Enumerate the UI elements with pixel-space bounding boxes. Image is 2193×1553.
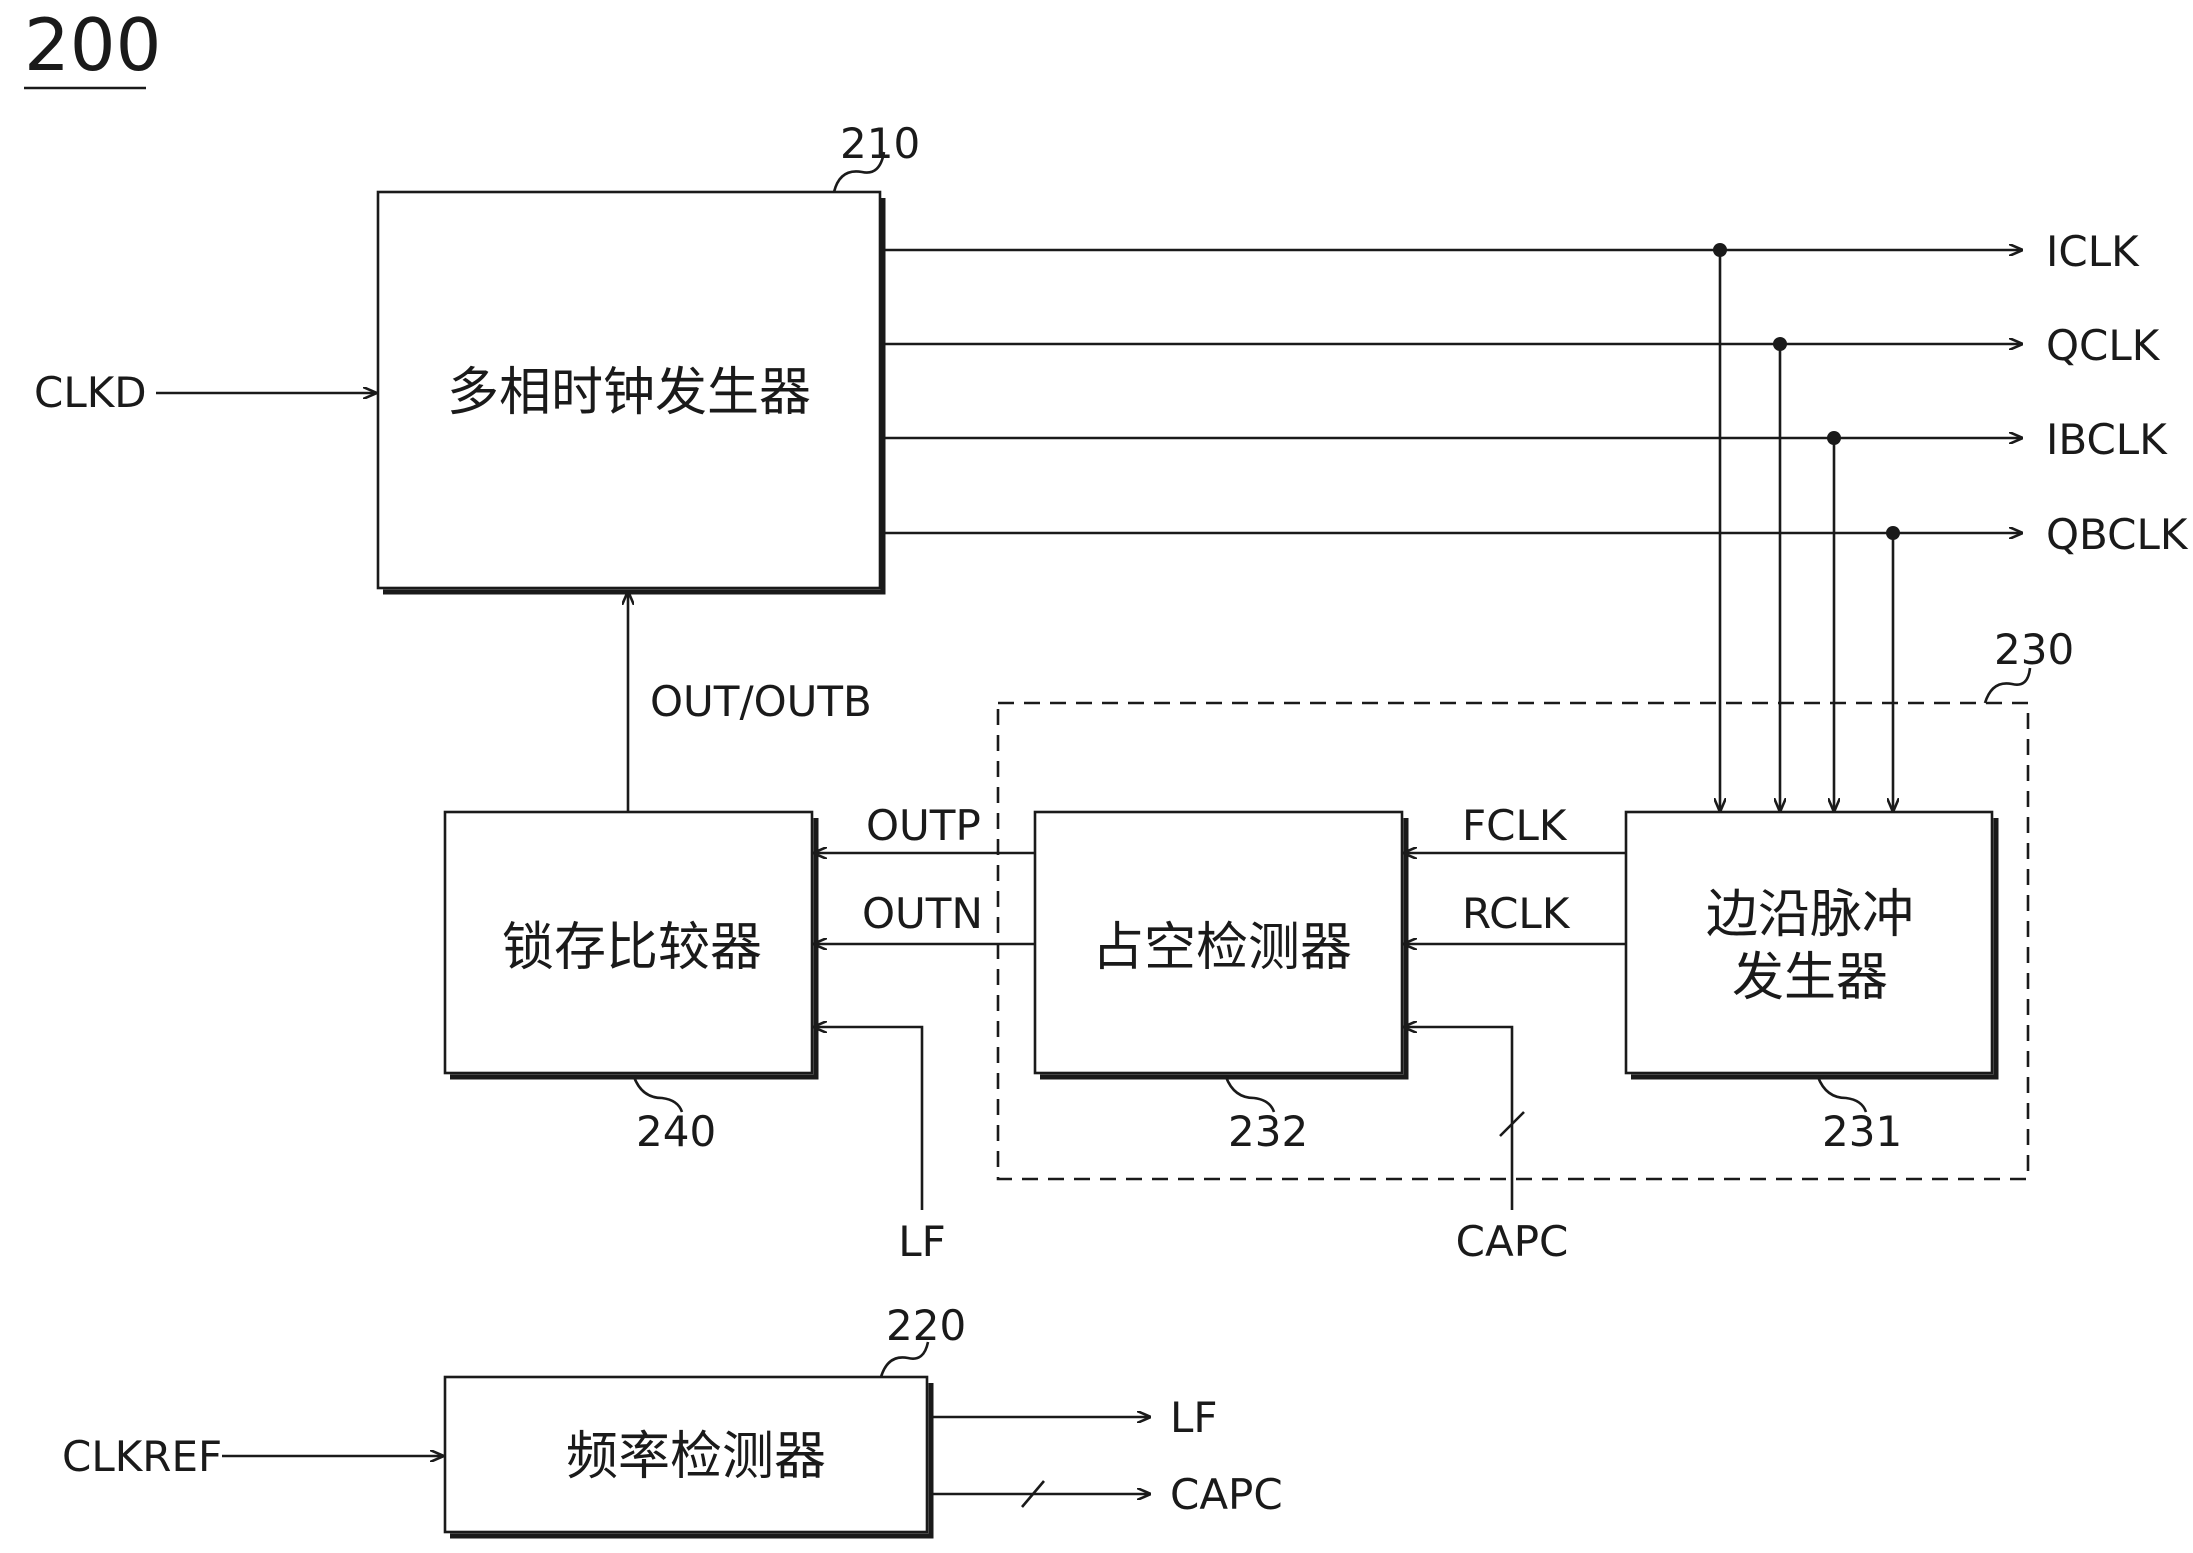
multiphase-clock-generator-block: 多相时钟发生器: [376, 190, 886, 595]
figure-number: 200: [24, 3, 161, 87]
ref-230: 230: [1994, 625, 2074, 674]
rclk-label: RCLK: [1462, 889, 1571, 938]
lf-out-label: LF: [1170, 1393, 1218, 1442]
qclk-label: QCLK: [2046, 321, 2161, 370]
lf-in-wire: [814, 1027, 924, 1210]
ref-232: 232: [1228, 1107, 1308, 1156]
ref-232-leader: [1224, 1076, 1276, 1113]
outn-label: OUTN: [862, 889, 983, 938]
ref-220: 220: [886, 1301, 966, 1350]
frequency-detector-label: 频率检测器: [566, 1427, 826, 1487]
duty-detector-block: 占空检测器: [1033, 810, 1409, 1080]
duty-detector-label: 占空检测器: [1092, 918, 1352, 978]
frequency-detector-block: 频率检测器: [443, 1375, 934, 1539]
capc-in-bus-slash: [1499, 1111, 1525, 1137]
fclk-label: FCLK: [1462, 801, 1568, 850]
clkd-label: CLKD: [34, 368, 147, 417]
edge-pulse-generator-label-line2: 发生器: [1732, 948, 1888, 1008]
ibclk-label: IBCLK: [2046, 415, 2168, 464]
capc-in-label: CAPC: [1456, 1217, 1569, 1266]
latch-comparator-label: 锁存比较器: [502, 918, 762, 978]
latch-comparator-block: 锁存比较器: [443, 810, 819, 1080]
capc-out-bus-slash: [1021, 1480, 1045, 1508]
edge-pulse-generator-block: 边沿脉冲 发生器: [1624, 810, 1999, 1080]
ref-210: 210: [840, 119, 920, 168]
qbclk-label: QBCLK: [2046, 510, 2189, 559]
ref-240: 240: [636, 1107, 716, 1156]
ref-210-leader: [832, 151, 886, 193]
out-outb-label: OUT/OUTB: [650, 677, 872, 726]
ref-230-leader: [1983, 667, 2032, 704]
outp-label: OUTP: [866, 801, 981, 850]
edge-pulse-generator-label-line1: 边沿脉冲: [1706, 885, 1914, 945]
ref-231: 231: [1822, 1107, 1902, 1156]
ref-231-leader: [1816, 1076, 1868, 1113]
clkref-label: CLKREF: [62, 1432, 222, 1481]
lf-in-label: LF: [898, 1217, 946, 1266]
capc-in-wire: [1404, 1027, 1514, 1210]
ref-220-leader: [879, 1341, 930, 1378]
iclk-label: ICLK: [2046, 227, 2140, 276]
multiphase-clock-generator-label: 多相时钟发生器: [447, 363, 811, 423]
ref-240-leader: [632, 1076, 684, 1113]
capc-out-label: CAPC: [1170, 1470, 1283, 1519]
